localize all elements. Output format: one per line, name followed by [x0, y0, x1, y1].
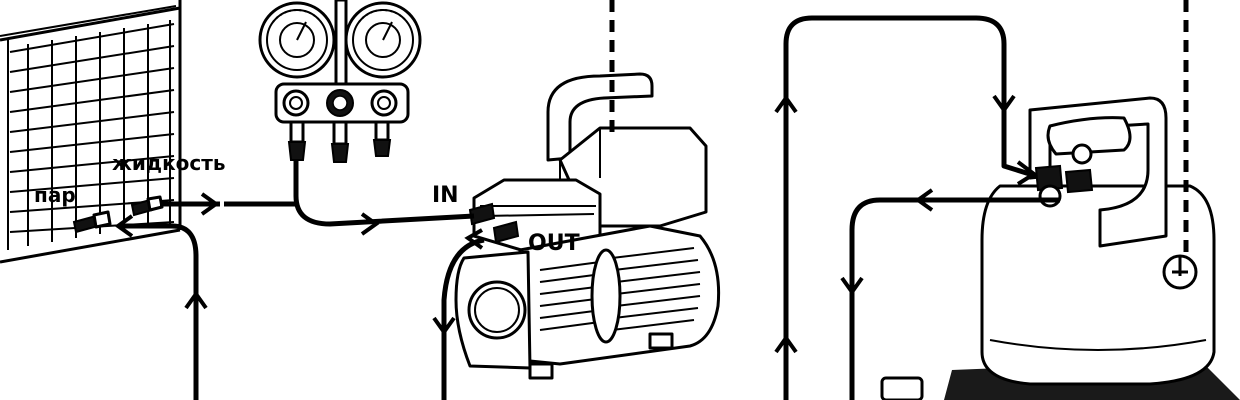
liquid-service-port	[130, 195, 164, 217]
arrow-down-pump	[432, 316, 456, 336]
label-pump-in: IN	[432, 183, 459, 208]
flow-arrows	[114, 94, 1038, 354]
low-pressure-gauge-icon	[258, 1, 336, 79]
label-pump-out: OUT	[528, 231, 580, 256]
arrow-right-cylinder	[1016, 160, 1038, 186]
hose-to-cylinder-line	[783, 15, 1037, 400]
arrow-right-manifold	[360, 212, 380, 236]
refrigerant-cylinder-icon	[880, 96, 1240, 400]
arrow-left-vapor	[114, 214, 134, 238]
manifold-gauge-set-icon	[258, 0, 422, 163]
high-pressure-gauge-icon	[344, 1, 422, 79]
arrow-up-upper	[774, 94, 798, 114]
arrow-down-return	[840, 276, 864, 296]
arrow-left-out	[464, 228, 484, 250]
recovery-pump-icon	[454, 72, 721, 380]
vapor-service-port	[72, 210, 112, 234]
arrow-left-cylinder	[914, 188, 934, 212]
condenser-unit-icon	[0, 0, 182, 264]
arrow-right-liquid	[200, 192, 220, 216]
hose-vapor-line	[120, 223, 199, 400]
hose-cylinder-return-line	[849, 197, 1060, 400]
arrow-up-lower	[774, 334, 798, 354]
label-vapor: пар	[34, 183, 76, 207]
arrow-up-vapor	[184, 290, 208, 310]
label-liquid: жидкость	[112, 151, 225, 175]
arrow-down-cylinder	[992, 94, 1016, 114]
hose-liquid-line	[160, 160, 475, 227]
